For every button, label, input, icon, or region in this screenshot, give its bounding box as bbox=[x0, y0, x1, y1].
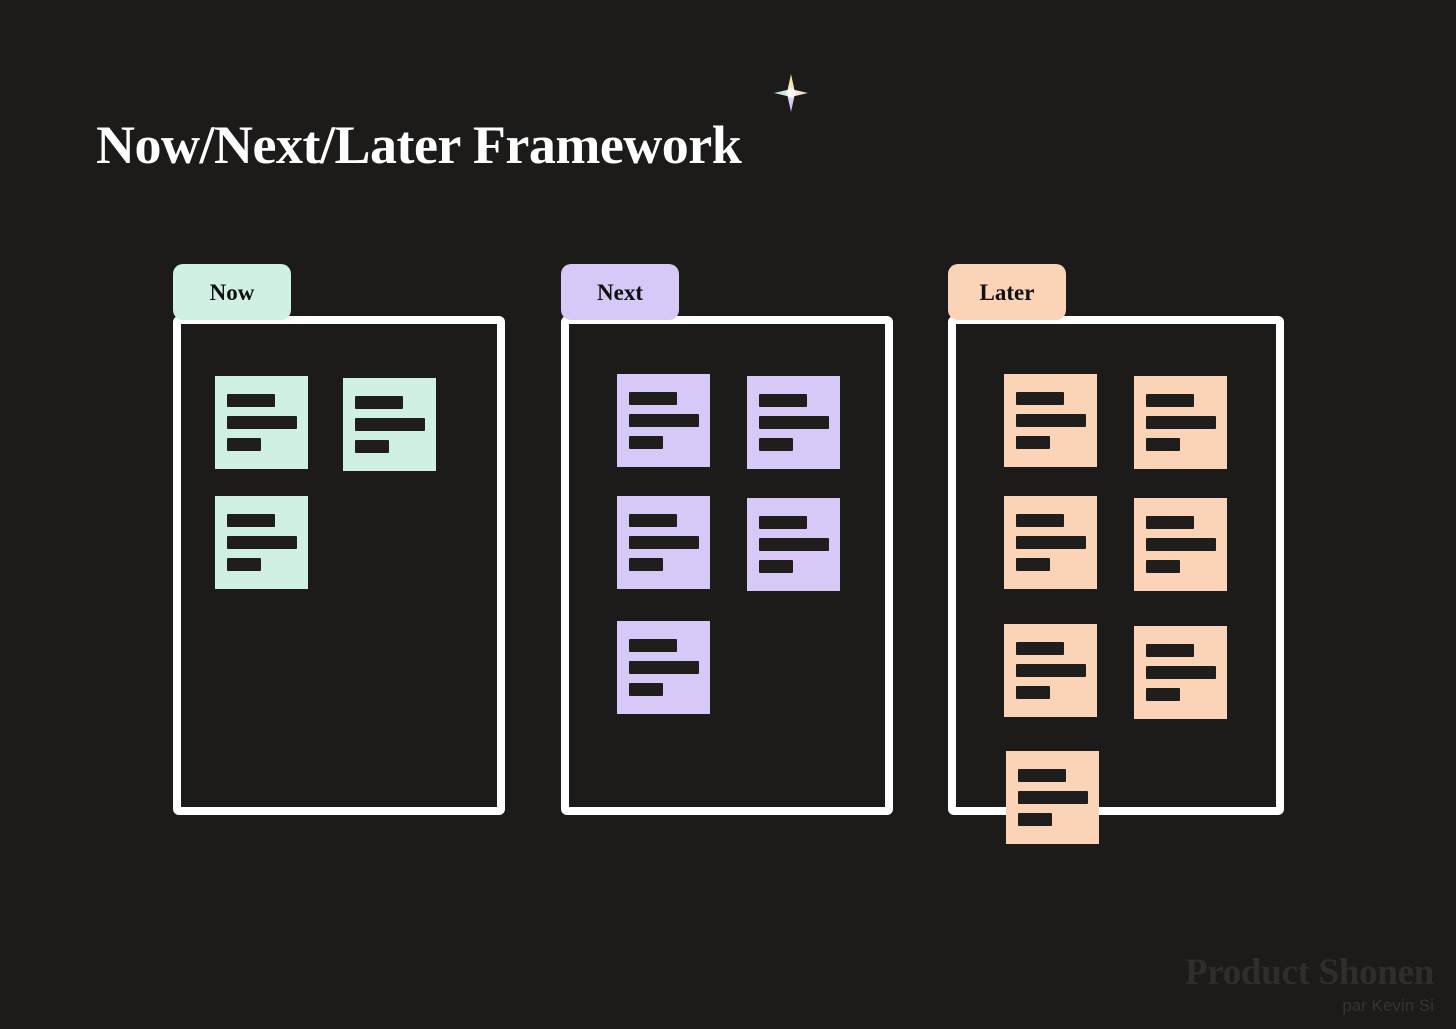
card[interactable] bbox=[1006, 751, 1099, 844]
bar-wide bbox=[629, 414, 699, 427]
watermark: Product Shonen par Kevin Si bbox=[1185, 952, 1434, 1017]
tab-now[interactable]: Now bbox=[173, 264, 291, 320]
bar-wide bbox=[1018, 791, 1088, 804]
bar-medium bbox=[629, 639, 677, 652]
tab-later-label: Later bbox=[979, 279, 1035, 305]
bar-medium bbox=[227, 394, 275, 407]
bar-short bbox=[355, 440, 389, 453]
bar-wide bbox=[1146, 538, 1216, 551]
bar-short bbox=[1146, 560, 1180, 573]
bar-medium bbox=[1016, 392, 1064, 405]
bar-wide bbox=[1016, 664, 1086, 677]
bar-medium bbox=[759, 516, 807, 529]
bar-short bbox=[629, 558, 663, 571]
cards-layer-next bbox=[561, 316, 901, 876]
card[interactable] bbox=[215, 376, 308, 469]
bar-wide bbox=[759, 538, 829, 551]
card[interactable] bbox=[1004, 624, 1097, 717]
card[interactable] bbox=[1004, 374, 1097, 467]
bar-wide bbox=[355, 418, 425, 431]
bar-wide bbox=[759, 416, 829, 429]
bar-short bbox=[629, 436, 663, 449]
bar-wide bbox=[1016, 414, 1086, 427]
bar-short bbox=[227, 558, 261, 571]
card[interactable] bbox=[747, 376, 840, 469]
bar-short bbox=[1018, 813, 1052, 826]
tab-later[interactable]: Later bbox=[948, 264, 1066, 320]
bar-short bbox=[759, 438, 793, 451]
bar-wide bbox=[1146, 666, 1216, 679]
card[interactable] bbox=[343, 378, 436, 471]
bar-medium bbox=[1146, 644, 1194, 657]
watermark-byline: par Kevin Si bbox=[1342, 996, 1434, 1015]
board-next bbox=[561, 316, 893, 815]
card[interactable] bbox=[1004, 496, 1097, 589]
bar-medium bbox=[1146, 394, 1194, 407]
card[interactable] bbox=[1134, 376, 1227, 469]
bar-medium bbox=[227, 514, 275, 527]
bar-medium bbox=[759, 394, 807, 407]
bar-medium bbox=[629, 514, 677, 527]
card[interactable] bbox=[215, 496, 308, 589]
bar-medium bbox=[629, 392, 677, 405]
cards-layer-later bbox=[948, 316, 1288, 876]
board-later bbox=[948, 316, 1284, 815]
bar-wide bbox=[629, 661, 699, 674]
bar-short bbox=[1146, 438, 1180, 451]
bar-short bbox=[1016, 558, 1050, 571]
bar-short bbox=[227, 438, 261, 451]
card[interactable] bbox=[1134, 626, 1227, 719]
cards-layer-now bbox=[173, 316, 513, 876]
bar-medium bbox=[355, 396, 403, 409]
bar-wide bbox=[1146, 416, 1216, 429]
bar-short bbox=[629, 683, 663, 696]
bar-medium bbox=[1016, 642, 1064, 655]
bar-medium bbox=[1146, 516, 1194, 529]
card[interactable] bbox=[617, 496, 710, 589]
tab-next[interactable]: Next bbox=[561, 264, 679, 320]
bar-wide bbox=[629, 536, 699, 549]
card[interactable] bbox=[747, 498, 840, 591]
card[interactable] bbox=[617, 621, 710, 714]
watermark-brand: Product Shonen bbox=[1184, 952, 1434, 993]
bar-short bbox=[1016, 436, 1050, 449]
page-title: Now/Next/Later Framework bbox=[96, 115, 742, 175]
bar-wide bbox=[227, 536, 297, 549]
tab-now-label: Now bbox=[209, 279, 255, 305]
bar-short bbox=[1146, 688, 1180, 701]
bar-short bbox=[759, 560, 793, 573]
bar-wide bbox=[227, 416, 297, 429]
card[interactable] bbox=[1134, 498, 1227, 591]
four-point-star-sparkle-icon bbox=[774, 74, 808, 112]
bar-medium bbox=[1018, 769, 1066, 782]
tab-next-label: Next bbox=[597, 279, 643, 305]
bar-wide bbox=[1016, 536, 1086, 549]
bar-medium bbox=[1016, 514, 1064, 527]
card[interactable] bbox=[617, 374, 710, 467]
bar-short bbox=[1016, 686, 1050, 699]
